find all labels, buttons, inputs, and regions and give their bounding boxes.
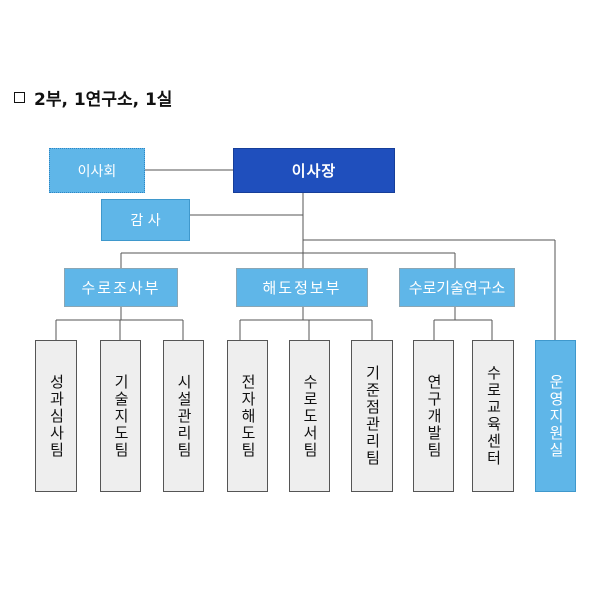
team-label: 연구개발팀 (425, 373, 443, 459)
department-box: 수로조사부 (64, 268, 178, 307)
team-box: 성과심사팀 (35, 340, 77, 492)
team-box: 연구개발팀 (413, 340, 454, 492)
team-label: 기술지도팀 (112, 373, 130, 459)
heading-text: 2부, 1연구소, 1실 (34, 89, 173, 110)
office-label: 운영지원실 (547, 373, 565, 459)
team-label: 전자해도팀 (239, 373, 257, 459)
board-box: 이사회 (49, 148, 145, 193)
checkbox-square-icon (14, 91, 25, 103)
team-box: 기준점관리팀 (351, 340, 393, 492)
auditor-label: 감 사 (130, 213, 161, 229)
auditor-box: 감 사 (101, 199, 190, 241)
department-box: 수로기술연구소 (399, 268, 515, 307)
team-box: 시설관리팀 (163, 340, 204, 492)
team-label: 기준점관리팀 (363, 365, 382, 467)
department-label: 해도정보부 (262, 279, 342, 297)
team-box: 기술지도팀 (100, 340, 141, 492)
team-box: 수로교육센터 (472, 340, 514, 492)
team-label: 시설관리팀 (175, 373, 193, 459)
chairman-box: 이사장 (233, 148, 395, 193)
team-label: 수로도서팀 (301, 373, 319, 459)
team-label: 성과심사팀 (47, 373, 66, 459)
department-label: 수로기술연구소 (408, 279, 506, 297)
chairman-label: 이사장 (291, 162, 337, 180)
team-label: 수로교육센터 (484, 365, 503, 467)
team-box: 전자해도팀 (227, 340, 268, 492)
office-box: 운영지원실 (535, 340, 576, 492)
team-box: 수로도서팀 (289, 340, 330, 492)
page-heading: 2부, 1연구소, 1실 (14, 84, 172, 110)
board-label: 이사회 (77, 163, 117, 180)
department-label: 수로조사부 (81, 279, 161, 297)
department-box: 해도정보부 (236, 268, 368, 307)
